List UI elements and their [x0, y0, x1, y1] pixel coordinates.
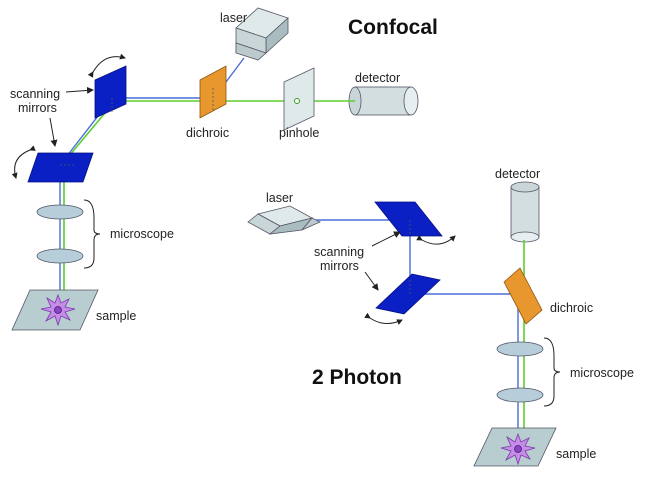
- two-photon-lens-1: [496, 341, 544, 357]
- two-photon-setup: 2 Photon laser detector: [247, 167, 634, 467]
- two-photon-laser: [247, 205, 321, 235]
- two-photon-scanning-mirrors-label-2: mirrors: [320, 259, 359, 273]
- confocal-scanning-mirror-1: [94, 65, 127, 119]
- confocal-detector-label: detector: [355, 71, 400, 85]
- confocal-laser-label: laser: [220, 11, 247, 25]
- confocal-dichroic-label: dichroic: [186, 126, 229, 140]
- confocal-title: Confocal: [348, 16, 438, 39]
- confocal-lens-1: [36, 204, 84, 220]
- confocal-scanning-mirror-2: [27, 152, 94, 183]
- confocal-mirror-1-rotation-arrow: [87, 53, 126, 78]
- two-photon-dichroic: [503, 267, 543, 325]
- confocal-setup: Confocal laser detector: [10, 7, 438, 331]
- two-photon-dichroic-label: dichroic: [550, 301, 593, 315]
- confocal-laser: [235, 7, 289, 61]
- two-photon-mirror-1-rotation-arrow: [416, 234, 456, 245]
- confocal-mirrors-pointer-1: [65, 86, 94, 94]
- confocal-sample-label: sample: [96, 309, 136, 323]
- two-photon-mirror-2-rotation-arrow: [364, 312, 403, 325]
- confocal-mirror-2-rotation-arrow: [11, 145, 36, 179]
- confocal-microscope-label: microscope: [110, 227, 174, 241]
- two-photon-sample-label: sample: [556, 447, 596, 461]
- confocal-detector: [348, 86, 419, 116]
- confocal-lens-2: [36, 248, 84, 264]
- two-photon-title: 2 Photon: [312, 366, 402, 389]
- confocal-pinhole-label: pinhole: [279, 126, 319, 140]
- confocal-scanning-mirrors-label-2: mirrors: [18, 101, 57, 115]
- two-photon-laser-label: laser: [266, 191, 293, 205]
- two-photon-microscope-label: microscope: [570, 366, 634, 380]
- two-photon-detector-label: detector: [495, 167, 540, 181]
- two-photon-mirrors-pointer-1: [371, 231, 401, 247]
- two-photon-scanning-mirror-2: [375, 273, 441, 315]
- confocal-scanning-mirrors-label-1: scanning: [10, 87, 60, 101]
- two-photon-detector: [510, 181, 540, 243]
- confocal-mirrors-pointer-2: [49, 117, 58, 147]
- two-photon-lens-2: [496, 387, 544, 403]
- two-photon-mirrors-pointer-2: [364, 271, 379, 291]
- confocal-microscope-brace: [83, 199, 101, 269]
- two-photon-microscope-brace: [543, 337, 561, 407]
- two-photon-scanning-mirrors-label-1: scanning: [314, 245, 364, 259]
- two-photon-scanning-mirror-1: [374, 201, 443, 237]
